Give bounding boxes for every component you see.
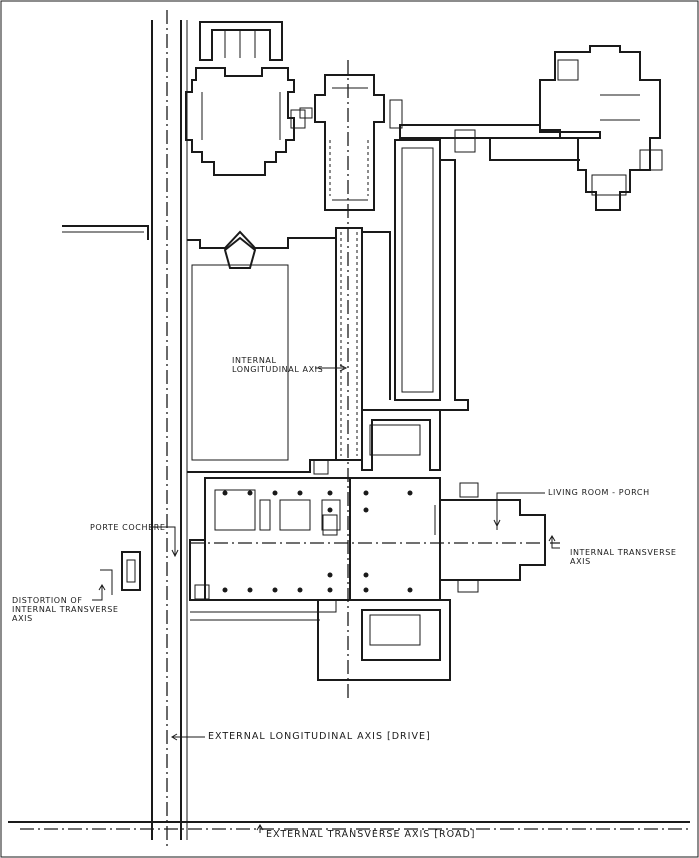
west-boundary-wall bbox=[62, 225, 149, 240]
porte-cochere bbox=[100, 551, 320, 621]
road bbox=[8, 821, 690, 830]
label-external-transverse-axis: EXTERNAL TRANSVERSE AXIS [ROAD] bbox=[266, 829, 476, 840]
leader-arrows bbox=[92, 364, 560, 833]
label-internal-transverse-line-1: INTERNAL TRANSVERSE bbox=[570, 548, 677, 557]
label-internal-longitudinal-line-1: INTERNAL bbox=[232, 356, 277, 365]
label-internal-longitudinal-axis: INTERNAL LONGITUDINAL AXIS bbox=[232, 356, 323, 374]
label-external-longitudinal-axis: EXTERNAL LONGITUDINAL AXIS [DRIVE] bbox=[208, 731, 431, 742]
main-house bbox=[189, 409, 546, 681]
label-internal-longitudinal-line-2: LONGITUDINAL AXIS bbox=[232, 365, 324, 374]
top-left-pavilion bbox=[185, 21, 306, 176]
column-dots bbox=[222, 490, 413, 593]
label-internal-transverse-axis: INTERNAL TRANSVERSE AXIS bbox=[570, 548, 677, 566]
label-porte-cochere: PORTE COCHERE bbox=[90, 523, 166, 532]
east-long-gallery bbox=[394, 139, 469, 411]
label-distortion-of-internal-transverse-axis: DISTORTION OF INTERNAL TRANSVERSE AXIS bbox=[12, 596, 119, 623]
label-internal-transverse-line-2: AXIS bbox=[570, 557, 591, 566]
west-court bbox=[187, 230, 337, 473]
north-gallery bbox=[299, 74, 403, 211]
north-bay bbox=[223, 236, 257, 269]
label-distortion-line-2: INTERNAL TRANSVERSE bbox=[12, 605, 119, 614]
label-distortion-line-3: AXIS bbox=[12, 614, 33, 623]
northeast-pavilion bbox=[399, 45, 663, 211]
label-distortion-line-1: DISTORTION OF bbox=[12, 596, 83, 605]
label-living-room-porch: LIVING ROOM - PORCH bbox=[548, 488, 650, 497]
drive bbox=[151, 10, 188, 850]
central-gallery bbox=[335, 60, 391, 700]
